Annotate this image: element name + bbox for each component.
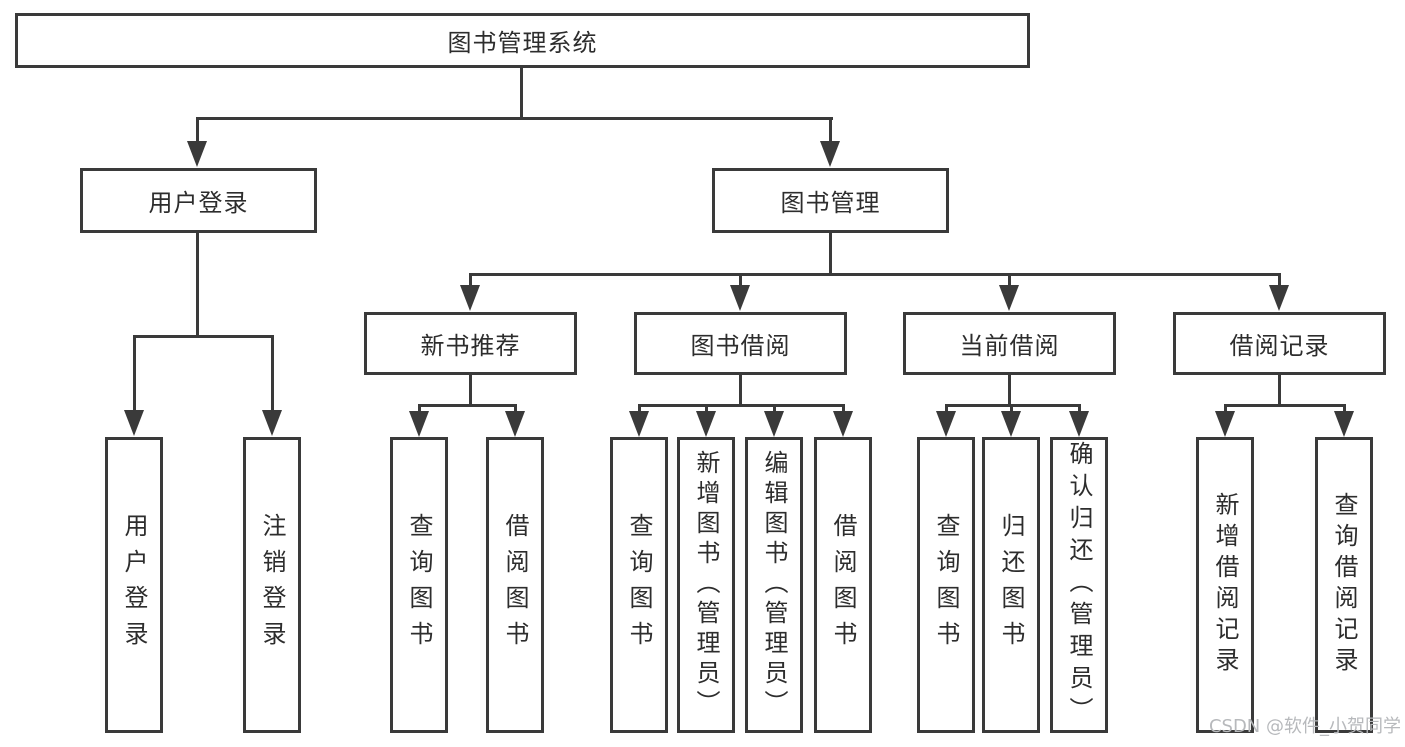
connector-line: [739, 375, 742, 406]
arrow-down-icon: [409, 411, 429, 437]
arrow-down-icon: [1069, 411, 1089, 437]
connector-line: [270, 337, 274, 413]
arrow-down-icon: [936, 411, 956, 437]
connector-line: [739, 275, 742, 287]
node-book-borrowing-label: 图书借阅: [690, 332, 791, 360]
arrow-down-icon: [764, 411, 784, 437]
connector-line: [1223, 406, 1227, 415]
leaf-borrow-books-recommendation: 借阅图书: [486, 437, 544, 733]
node-root: 图书管理系统: [15, 13, 1030, 68]
arrow-down-icon: [696, 411, 716, 437]
leaf-edit-books-admin-label: 编辑图书（管理员）: [760, 450, 788, 720]
watermark: CSDN @软件_小贺同学: [1208, 716, 1401, 737]
arrow-down-icon: [1001, 411, 1021, 437]
node-current-borrowing-label: 当前借阅: [959, 332, 1060, 360]
connector-line: [469, 275, 472, 287]
arrow-down-icon: [629, 411, 649, 437]
node-book-borrowing: 图书借阅: [634, 312, 847, 375]
connector-line: [196, 119, 199, 145]
connector-line: [1342, 406, 1346, 415]
arrow-down-icon: [505, 411, 525, 437]
connector-line: [1009, 406, 1013, 415]
leaf-query-borrowing-record: 查询借阅记录: [1315, 437, 1373, 733]
arrow-down-icon: [1269, 285, 1289, 311]
connector-line: [1077, 406, 1081, 415]
connector-line: [1223, 404, 1346, 407]
connector-line: [829, 233, 832, 275]
leaf-query-books-recommendation: 查询图书: [390, 437, 448, 733]
leaf-add-borrowing-record-label: 新增借阅记录: [1211, 492, 1239, 678]
arrow-down-icon: [262, 410, 282, 436]
leaf-confirm-return-admin-label: 确认归还（管理员）: [1065, 441, 1093, 729]
leaf-logout-label: 注销登录: [258, 513, 286, 657]
connector-line: [1008, 275, 1011, 287]
connector-line: [132, 335, 274, 338]
leaf-add-books-admin-label: 新增图书（管理员）: [692, 450, 720, 720]
arrow-down-icon: [124, 410, 144, 436]
leaf-query-books-borrowing-label: 查询图书: [625, 513, 653, 657]
connector-line: [513, 406, 517, 415]
arrow-down-icon: [1215, 411, 1235, 437]
connector-line: [944, 406, 948, 415]
arrow-down-icon: [1334, 411, 1354, 437]
connector-line: [1008, 373, 1011, 406]
connector-line: [704, 406, 708, 415]
node-new-book-recommendation-label: 新书推荐: [420, 332, 521, 360]
leaf-query-books-current: 查询图书: [917, 437, 975, 733]
connector-line: [944, 404, 1081, 407]
node-current-borrowing: 当前借阅: [903, 312, 1116, 375]
connector-line: [196, 117, 833, 120]
node-user-login: 用户登录: [80, 168, 317, 233]
connector-line: [772, 406, 776, 415]
arrow-down-icon: [460, 285, 480, 311]
leaf-user-login: 用户登录: [105, 437, 163, 733]
leaf-borrow-books-borrowing: 借阅图书: [814, 437, 872, 733]
connector-line: [1278, 375, 1281, 406]
leaf-borrow-books-borrowing-label: 借阅图书: [829, 513, 857, 657]
arrow-down-icon: [730, 285, 750, 311]
leaf-borrow-books-recommendation-label: 借阅图书: [501, 513, 529, 657]
connector-line: [469, 273, 1281, 276]
connector-line: [417, 406, 421, 415]
leaf-logout: 注销登录: [243, 437, 301, 733]
leaf-add-books-admin: 新增图书（管理员）: [677, 437, 735, 733]
connector-line: [1278, 275, 1281, 287]
node-borrowing-records-label: 借阅记录: [1229, 332, 1330, 360]
leaf-query-books-current-label: 查询图书: [932, 513, 960, 657]
leaf-add-borrowing-record: 新增借阅记录: [1196, 437, 1254, 733]
leaf-edit-books-admin: 编辑图书（管理员）: [745, 437, 803, 733]
leaf-query-books-recommendation-label: 查询图书: [405, 513, 433, 657]
arrow-down-icon: [820, 141, 840, 167]
node-user-login-label: 用户登录: [148, 189, 249, 217]
leaf-return-books: 归还图书: [982, 437, 1040, 733]
node-book-management: 图书管理: [712, 168, 949, 233]
node-borrowing-records: 借阅记录: [1173, 312, 1386, 375]
node-root-label: 图书管理系统: [447, 29, 598, 57]
connector-line: [132, 337, 136, 413]
arrow-down-icon: [833, 411, 853, 437]
arrow-down-icon: [187, 141, 207, 167]
leaf-user-login-label: 用户登录: [120, 513, 148, 657]
connector-line: [520, 67, 523, 119]
node-new-book-recommendation: 新书推荐: [364, 312, 577, 375]
node-book-management-label: 图书管理: [780, 189, 881, 217]
leaf-confirm-return-admin: 确认归还（管理员）: [1050, 437, 1108, 733]
connector-line: [469, 375, 472, 406]
connector-line: [829, 119, 832, 145]
connector-line: [637, 406, 641, 415]
leaf-query-borrowing-record-label: 查询借阅记录: [1330, 492, 1358, 678]
connector-line: [841, 406, 845, 415]
leaf-return-books-label: 归还图书: [997, 513, 1025, 657]
connector-line: [417, 404, 517, 407]
connector-line: [637, 404, 845, 407]
arrow-down-icon: [999, 285, 1019, 311]
connector-line: [196, 233, 199, 337]
leaf-query-books-borrowing: 查询图书: [610, 437, 668, 733]
